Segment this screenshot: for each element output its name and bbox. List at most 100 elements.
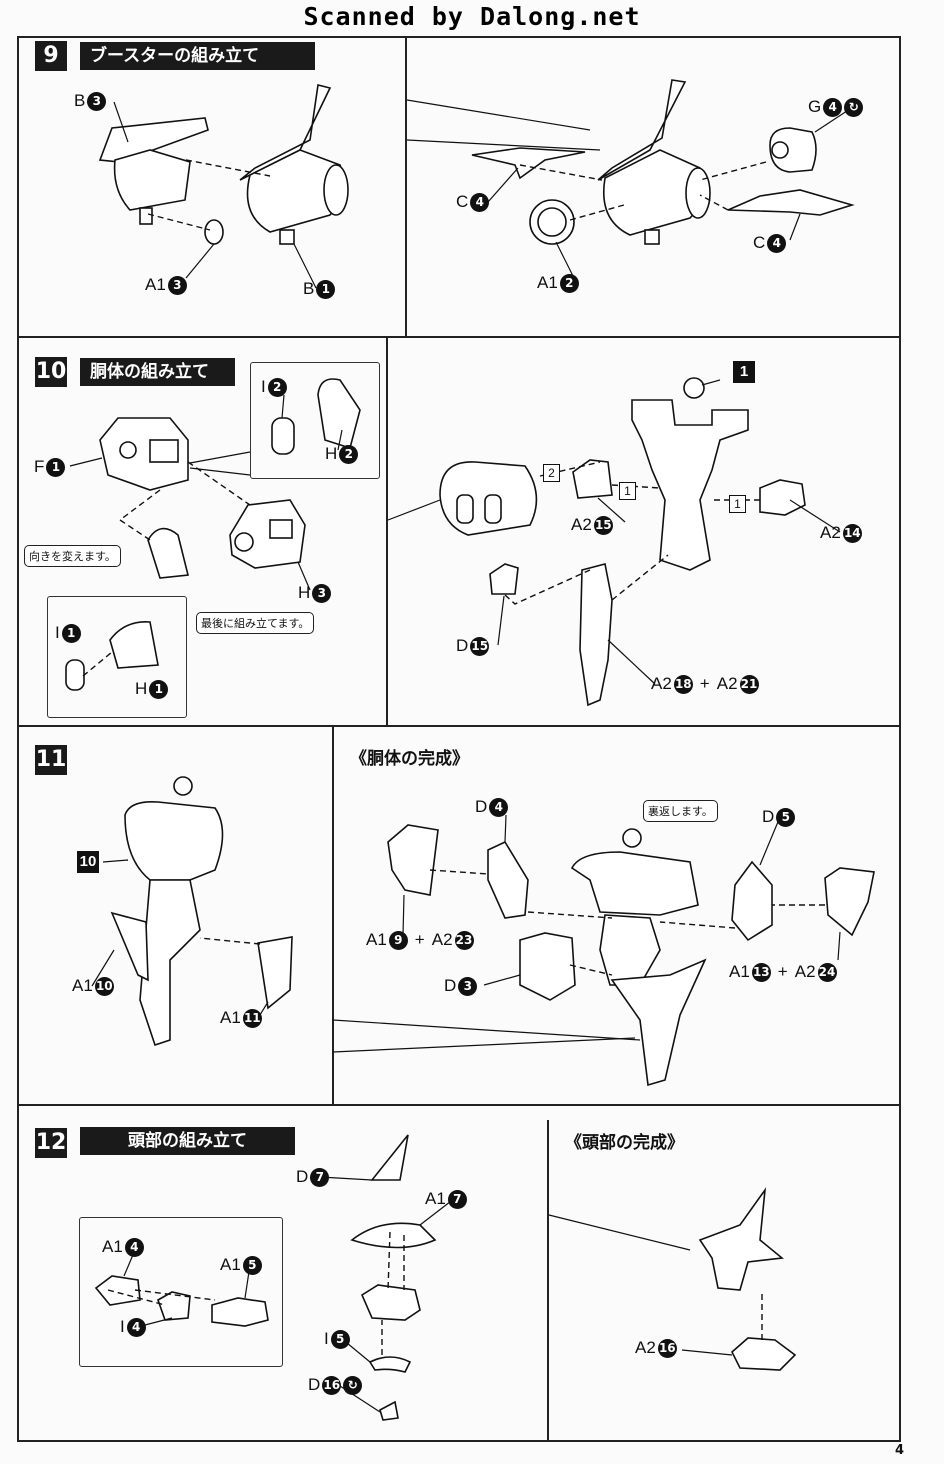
page-frame bbox=[17, 36, 901, 1442]
number-circle: 24 bbox=[817, 962, 837, 982]
watermark: Scanned by Dalong.net bbox=[303, 2, 641, 31]
number-circle: 15 bbox=[593, 515, 613, 535]
label-ref-10: 10 bbox=[77, 851, 99, 873]
step11-vdivider bbox=[332, 727, 334, 1104]
torso-cover bbox=[439, 461, 538, 536]
part-a1-5 bbox=[211, 1297, 269, 1327]
note-flip: 裏返します。 bbox=[643, 800, 718, 822]
divider-11-12 bbox=[17, 1104, 901, 1106]
number-circle: 5 bbox=[242, 1255, 262, 1275]
booster-assembled bbox=[597, 79, 711, 245]
wing-c4-left bbox=[471, 147, 586, 180]
torso-assembly-left bbox=[110, 776, 224, 1047]
number-circle: 2 bbox=[339, 444, 359, 464]
number-circle: 3 bbox=[87, 91, 107, 111]
torso-back-h3 bbox=[229, 499, 306, 569]
number-circle: 16 bbox=[322, 1375, 342, 1395]
number-circle: 4 bbox=[470, 192, 490, 212]
number-circle: 2 bbox=[267, 377, 287, 397]
torso-assembly-right bbox=[570, 828, 707, 1087]
number-circle: 5 bbox=[330, 1329, 350, 1349]
step11-number: 11 bbox=[35, 745, 67, 775]
step12-number: 12 bbox=[35, 1128, 67, 1158]
part-h1 bbox=[109, 621, 159, 669]
number-circle: 1 bbox=[316, 279, 336, 299]
step12-title: 頭部の組み立て bbox=[80, 1127, 295, 1155]
number-circle: 7 bbox=[310, 1167, 330, 1187]
part-a1-13-a2-24 bbox=[824, 867, 875, 937]
number-circle: 3 bbox=[167, 275, 187, 295]
frame-part-1 bbox=[631, 377, 749, 571]
divider-9-10 bbox=[17, 336, 901, 338]
part-i2 bbox=[271, 417, 295, 455]
page-number: 4 bbox=[894, 1443, 904, 1458]
part-d4 bbox=[487, 840, 529, 919]
number-circle: 11 bbox=[242, 1008, 262, 1028]
part-d15 bbox=[489, 563, 519, 595]
number-circle: 21 bbox=[739, 674, 759, 694]
part-d5 bbox=[731, 860, 773, 942]
number-circle: 10 bbox=[94, 976, 114, 996]
step10-vdivider bbox=[386, 338, 388, 725]
part-a2-16 bbox=[731, 1337, 797, 1371]
head-core bbox=[360, 1284, 421, 1321]
number-circle: 5 bbox=[776, 807, 796, 827]
step10-title: 胴体の組み立て bbox=[80, 358, 235, 386]
number-circle: 3 bbox=[312, 583, 332, 603]
number-circle: 1 bbox=[61, 623, 81, 643]
step10-number: 10 bbox=[35, 357, 67, 387]
label-part-1: 1 bbox=[733, 361, 755, 383]
part-i4 bbox=[157, 1291, 191, 1321]
note-last: 最後に組み立てます。 bbox=[196, 612, 315, 634]
part-a1-11 bbox=[257, 936, 293, 1010]
label-box-1a: 1 bbox=[619, 482, 636, 500]
booster-shell-b3 bbox=[98, 117, 209, 225]
step9-number: 9 bbox=[35, 41, 67, 71]
number-circle: 2 bbox=[559, 273, 579, 293]
number-circle: 4 bbox=[823, 97, 843, 117]
part-a2-18-21 bbox=[579, 563, 613, 707]
step9-vdivider bbox=[405, 38, 407, 336]
torso-front-f1 bbox=[99, 417, 189, 491]
part-a2-15 bbox=[572, 459, 613, 499]
part-h2 bbox=[317, 378, 361, 450]
note-turn: 向きを変えます。 bbox=[24, 545, 121, 567]
rotate-icon: ↻ bbox=[343, 1375, 363, 1395]
rotate-icon: ↻ bbox=[844, 97, 864, 117]
step9-title: ブースターの組み立て bbox=[80, 42, 315, 70]
step12-vdivider bbox=[547, 1120, 549, 1442]
number-circle: 9 bbox=[388, 930, 408, 950]
part-d3 bbox=[519, 932, 576, 1001]
number-circle: 18 bbox=[673, 674, 693, 694]
number-circle: 1 bbox=[46, 457, 66, 477]
part-a1-3 bbox=[204, 219, 224, 245]
number-circle: 4 bbox=[124, 1237, 144, 1257]
part-d7 bbox=[370, 1134, 409, 1181]
number-circle: 14 bbox=[842, 523, 862, 543]
